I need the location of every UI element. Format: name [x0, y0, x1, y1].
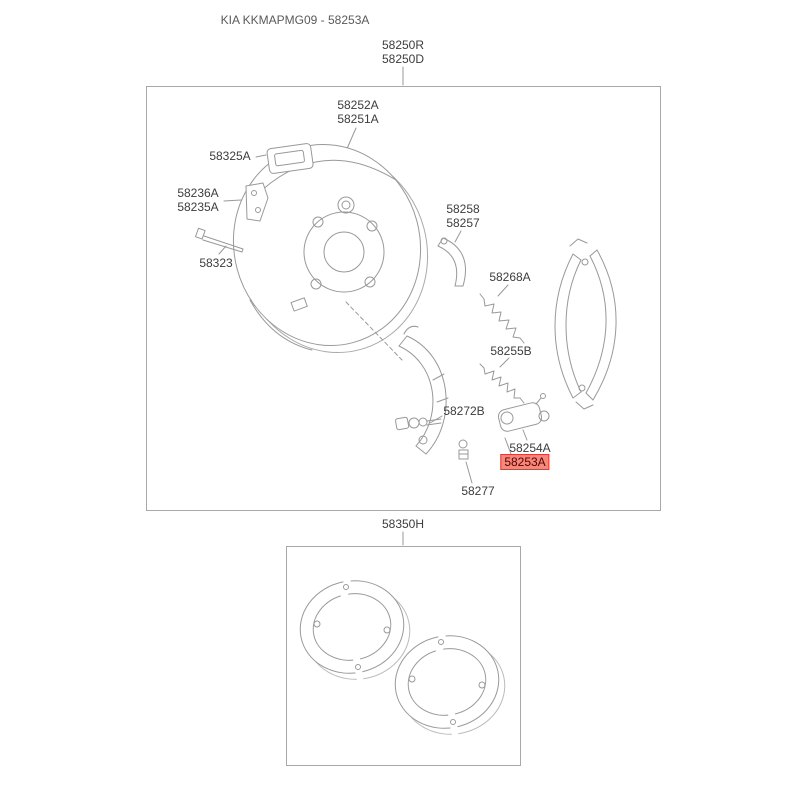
part-callout-58236A[interactable]: 58236A	[177, 186, 219, 200]
part-callout-58254A[interactable]: 58254A	[509, 441, 551, 455]
assembly-code-bottom[interactable]: 58250D	[381, 52, 425, 66]
shoe-kit-pair2-drawing	[394, 635, 506, 735]
part-callout-58268A[interactable]: 58268A	[489, 270, 531, 284]
part-callout-58235A[interactable]: 58235A	[177, 200, 219, 214]
assembly-dashed-line	[345, 301, 403, 361]
shoe-kit-detail	[450, 719, 456, 725]
part-callout-58257[interactable]: 58257	[446, 216, 480, 230]
adjuster-drawing	[395, 416, 442, 431]
brake-shoe-middle-drawing	[398, 325, 449, 455]
highlighted-part-number[interactable]: 58253A	[500, 454, 550, 470]
part-callout-58251A[interactable]: 58251A	[337, 112, 379, 126]
grommet-part-drawing	[266, 143, 314, 174]
wheel-cylinder-drawing	[497, 393, 550, 432]
part-callout-58258[interactable]: 58258	[446, 202, 480, 216]
return-spring-upper-drawing	[479, 293, 525, 344]
part-callout-58255B[interactable]: 58255B	[490, 344, 532, 358]
bleeder-part-drawing	[458, 439, 469, 460]
shoe-kit-pair1-drawing	[299, 580, 411, 680]
brake-shoe-pair-drawing	[554, 238, 617, 410]
shoe-kit-detail	[343, 584, 349, 590]
leader-lines	[218, 127, 528, 484]
assembly-diagram-frame	[146, 86, 661, 511]
parking-lever-drawing	[437, 237, 466, 287]
part-callout-58253A-highlighted[interactable]: 58253A	[500, 454, 550, 470]
part-callout-58252A[interactable]: 58252A	[337, 98, 379, 112]
part-callout-58277[interactable]: 58277	[461, 484, 495, 498]
kit-code[interactable]: 58350H	[381, 517, 425, 531]
shoe-kit-detail	[355, 664, 361, 670]
backing-plate-drawing	[232, 144, 429, 353]
page-header: KIA KKMAPMG09 - 58253A	[220, 13, 370, 27]
shoe-kit-detail	[438, 639, 444, 645]
part-callout-58323[interactable]: 58323	[199, 256, 233, 270]
part-callout-58272B[interactable]: 58272B	[443, 404, 485, 418]
kit-diagram-frame	[286, 546, 521, 766]
assembly-code-top[interactable]: 58250R	[381, 38, 425, 52]
bracket-drawing	[245, 182, 269, 222]
return-spring-lower-drawing	[479, 363, 525, 404]
part-callout-58325A[interactable]: 58325A	[209, 149, 251, 163]
bolt-drawing	[194, 227, 244, 253]
